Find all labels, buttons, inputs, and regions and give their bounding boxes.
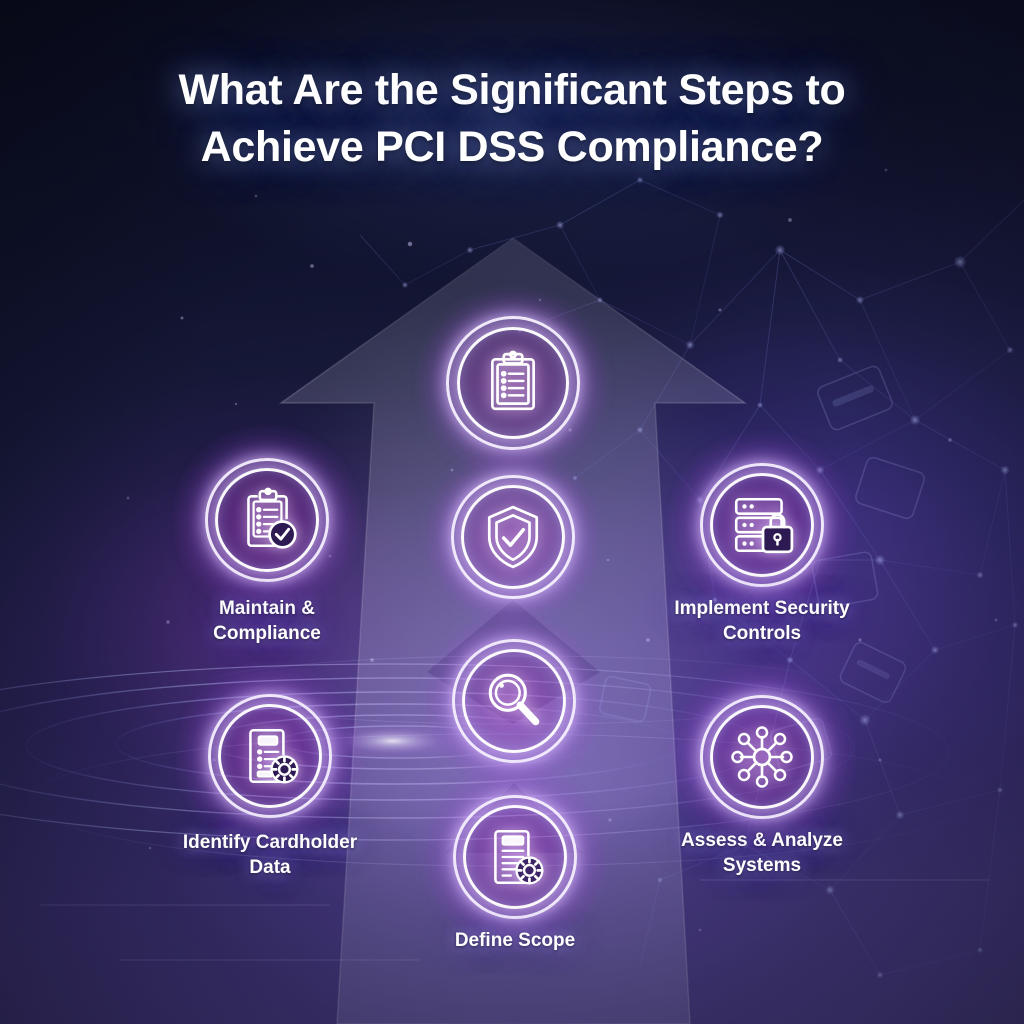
icon-inner-ring bbox=[710, 705, 814, 809]
title-line-2: Achieve PCI DSS Compliance? bbox=[200, 122, 824, 171]
shield-check-icon bbox=[479, 502, 547, 572]
icon-outer-ring bbox=[700, 695, 824, 819]
step-label: Define Scope bbox=[454, 930, 576, 951]
icon-outer-ring bbox=[453, 795, 577, 919]
icon-inner-ring bbox=[463, 805, 567, 909]
clipboard-list-icon bbox=[477, 347, 549, 419]
server-lock-icon bbox=[726, 491, 798, 559]
icon-inner-ring bbox=[710, 473, 814, 577]
step-node-maintain-compliance[interactable]: Maintain & Compliance bbox=[171, 424, 363, 644]
title-line-1: What Are the Significant Steps to bbox=[178, 66, 846, 114]
icon-inner-ring bbox=[457, 327, 569, 439]
network-nodes-icon bbox=[728, 723, 796, 791]
magnifier-icon bbox=[481, 667, 547, 735]
center-icon-magnifier[interactable] bbox=[424, 611, 604, 791]
page-title: What Are the Significant Steps to Achiev… bbox=[0, 62, 1024, 176]
step-label: Maintain & Compliance bbox=[213, 598, 321, 645]
icon-outer-ring bbox=[205, 458, 329, 582]
icon-outer-ring bbox=[451, 475, 575, 599]
icon-inner-ring bbox=[461, 485, 565, 589]
icon-inner-ring bbox=[218, 704, 322, 808]
step-label: Identify Cardholder Data bbox=[182, 832, 358, 879]
step-label: Assess & Analyze Systems bbox=[681, 830, 843, 877]
step-node-define-scope[interactable]: Define Scope bbox=[419, 761, 611, 953]
center-icon-shield[interactable] bbox=[423, 447, 603, 627]
step-label: Implement Security Controls bbox=[674, 598, 850, 645]
center-icon-checklist[interactable] bbox=[416, 286, 610, 480]
icon-outer-ring bbox=[208, 694, 332, 818]
document-gear-icon bbox=[235, 720, 305, 792]
step-node-implement-security-controls[interactable]: Implement Security Controls bbox=[666, 429, 858, 644]
clipboard-check-icon bbox=[232, 484, 302, 556]
step-node-identify-cardholder-data[interactable]: Identify Cardholder Data bbox=[174, 660, 366, 878]
icon-outer-ring bbox=[452, 639, 576, 763]
icon-outer-ring bbox=[446, 316, 580, 450]
icon-inner-ring bbox=[462, 649, 566, 753]
icon-inner-ring bbox=[215, 468, 319, 572]
icon-outer-ring bbox=[700, 463, 824, 587]
document-gear-icon bbox=[480, 821, 550, 893]
step-node-assess-analyze-systems[interactable]: Assess & Analyze Systems bbox=[666, 661, 858, 876]
